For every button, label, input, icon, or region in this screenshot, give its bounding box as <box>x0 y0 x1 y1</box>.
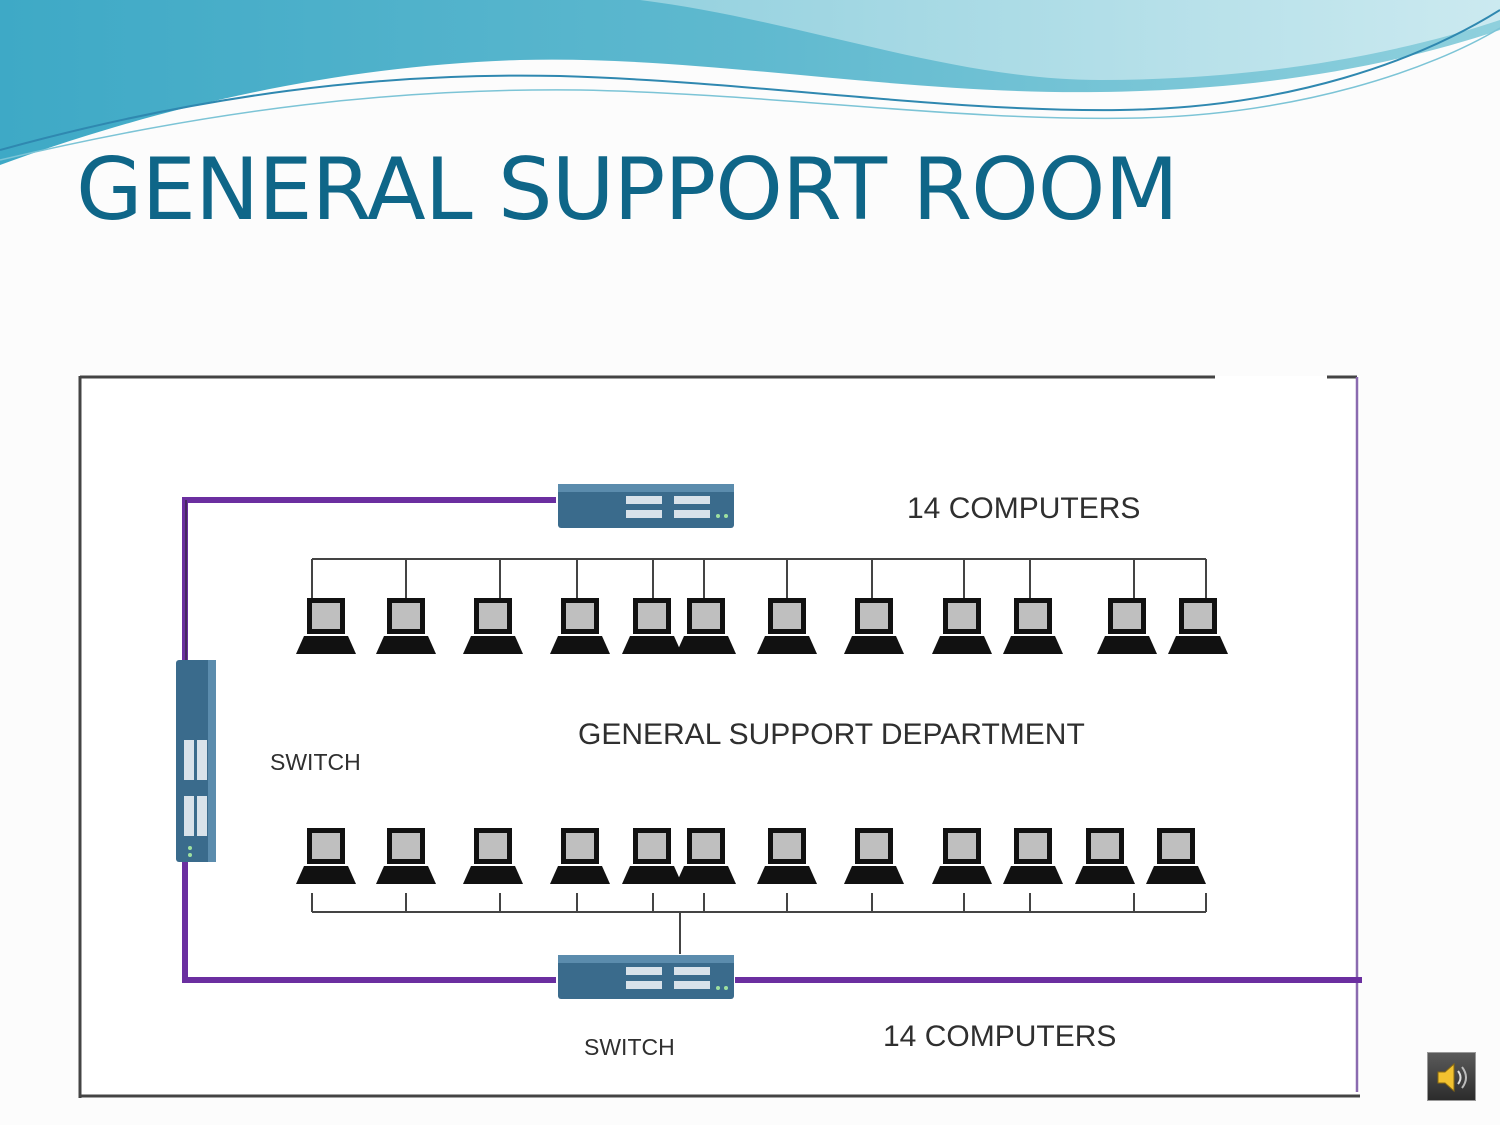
speaker-icon <box>1437 1062 1467 1093</box>
computer-bottom-7 <box>757 828 817 884</box>
computer-bottom-1 <box>296 828 356 884</box>
computer-bottom-4 <box>550 828 610 884</box>
computer-top-7 <box>757 598 817 654</box>
department-label: GENERAL SUPPORT DEPARTMENT <box>578 718 1085 751</box>
computer-top-9 <box>932 598 992 654</box>
sound-button[interactable] <box>1427 1052 1476 1101</box>
top-group-label: 14 COMPUTERS <box>907 492 1140 525</box>
computer-top-11 <box>1097 598 1157 654</box>
left-switch <box>176 660 216 862</box>
computer-top-4 <box>550 598 610 654</box>
bottom-switch-label: SWITCH <box>584 1034 675 1060</box>
computer-bottom-5 <box>622 828 682 884</box>
computer-top-12 <box>1168 598 1228 654</box>
computer-bottom-9 <box>932 828 992 884</box>
computer-bottom-10 <box>1003 828 1063 884</box>
computer-top-6 <box>676 598 736 654</box>
computer-bottom-3 <box>463 828 523 884</box>
slide-title: GENERAL SUPPORT ROOM <box>76 140 1179 240</box>
computer-bottom-11 <box>1075 828 1135 884</box>
left-switch-label: SWITCH <box>270 749 361 775</box>
top-network-bus <box>311 558 1207 598</box>
bottom-group-label: 14 COMPUTERS <box>883 1020 1116 1053</box>
bottom-switch <box>558 955 734 999</box>
computer-top-10 <box>1003 598 1063 654</box>
computer-top-3 <box>463 598 523 654</box>
header-wave-decoration <box>0 0 1500 165</box>
computer-top-8 <box>844 598 904 654</box>
computer-bottom-8 <box>844 828 904 884</box>
top-switch <box>558 484 734 528</box>
computer-top-5 <box>622 598 682 654</box>
computer-top-2 <box>376 598 436 654</box>
computer-bottom-2 <box>376 828 436 884</box>
uplink-cables <box>182 497 1362 983</box>
top-computer-row <box>296 598 1228 654</box>
computer-top-1 <box>296 598 356 654</box>
computer-bottom-12 <box>1146 828 1206 884</box>
bottom-computer-row <box>296 828 1206 884</box>
bottom-network-bus <box>311 893 1207 954</box>
computer-bottom-6 <box>676 828 736 884</box>
